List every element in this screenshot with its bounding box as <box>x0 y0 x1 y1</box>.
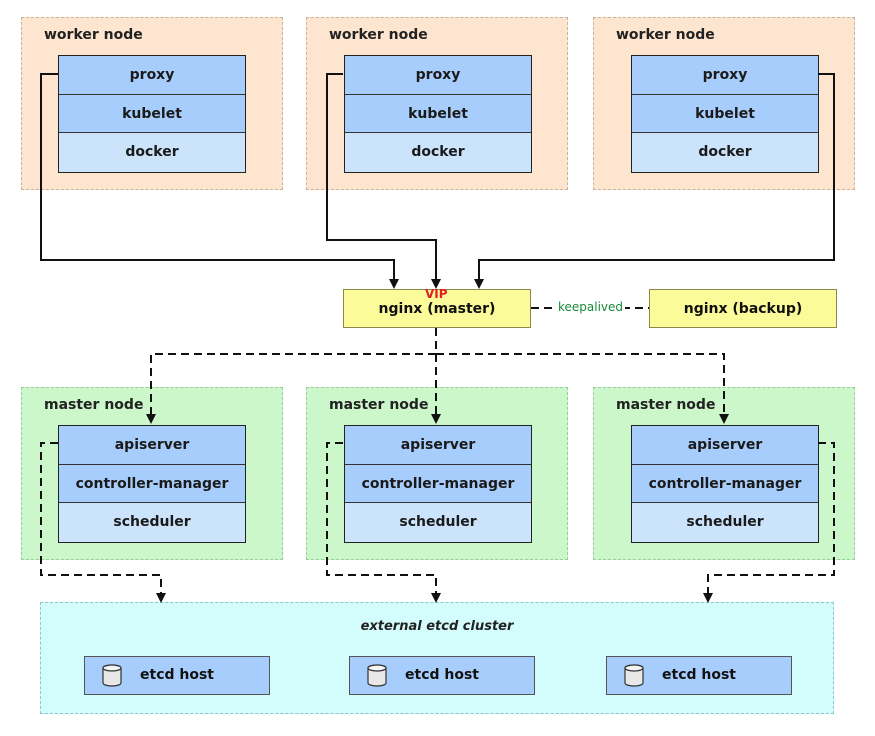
master-node-title: master node <box>329 397 429 413</box>
proxy-component: proxy <box>632 56 818 95</box>
scheduler-component: scheduler <box>632 503 818 543</box>
etcd-host-label: etcd host <box>662 667 736 683</box>
keepalived-label: keepalived <box>556 300 626 314</box>
scheduler-component: scheduler <box>59 503 245 543</box>
worker3-to-nginx-line <box>474 73 835 289</box>
nginx-backup-box: nginx (backup) <box>649 289 837 328</box>
master-node-1: master node apiserver controller-manager… <box>21 387 283 560</box>
master-node-2: master node apiserver controller-manager… <box>306 387 568 560</box>
nginx-to-master3-line <box>436 353 729 424</box>
database-icon <box>624 664 644 687</box>
vip-label: VIP <box>425 287 448 301</box>
kubelet-component: kubelet <box>345 94 531 134</box>
database-icon <box>102 664 122 687</box>
worker-node-1: worker node proxy kubelet docker <box>21 17 283 190</box>
master-components: apiserver controller-manager scheduler <box>58 425 246 543</box>
worker-components: proxy kubelet docker <box>58 55 246 173</box>
master-node-title: master node <box>44 397 144 413</box>
worker-node-title: worker node <box>329 27 428 43</box>
worker-node-title: worker node <box>616 27 715 43</box>
kubelet-component: kubelet <box>632 94 818 134</box>
master3-to-etcd-line <box>703 442 835 603</box>
etcd-host-3: etcd host <box>606 656 792 695</box>
master1-to-etcd-line <box>40 442 166 603</box>
master-components: apiserver controller-manager scheduler <box>631 425 819 543</box>
worker-components: proxy kubelet docker <box>344 55 532 173</box>
controller-manager-component: controller-manager <box>632 464 818 504</box>
worker1-to-nginx-line <box>40 73 399 289</box>
etcd-host-label: etcd host <box>140 667 214 683</box>
worker2-to-nginx-line <box>326 73 441 289</box>
etcd-host-1: etcd host <box>84 656 270 695</box>
docker-component: docker <box>632 133 818 173</box>
apiserver-component: apiserver <box>345 426 531 465</box>
apiserver-component: apiserver <box>632 426 818 465</box>
kubelet-component: kubelet <box>59 94 245 134</box>
controller-manager-component: controller-manager <box>345 464 531 504</box>
master-node-3: master node apiserver controller-manager… <box>593 387 855 560</box>
docker-component: docker <box>345 133 531 173</box>
master2-to-etcd-line <box>326 442 441 603</box>
worker-node-2: worker node proxy kubelet docker <box>306 17 568 190</box>
etcd-host-2: etcd host <box>349 656 535 695</box>
docker-component: docker <box>59 133 245 173</box>
database-icon <box>367 664 387 687</box>
worker-node-3: worker node proxy kubelet docker <box>593 17 855 190</box>
etcd-cluster-title: external etcd cluster <box>360 619 514 634</box>
apiserver-component: apiserver <box>59 426 245 465</box>
nginx-master-box: nginx (master) <box>343 289 531 328</box>
worker-node-title: worker node <box>44 27 143 43</box>
nginx-to-master1-line <box>146 328 437 424</box>
controller-manager-component: controller-manager <box>59 464 245 504</box>
scheduler-component: scheduler <box>345 503 531 543</box>
master-components: apiserver controller-manager scheduler <box>344 425 532 543</box>
master-node-title: master node <box>616 397 716 413</box>
etcd-host-label: etcd host <box>405 667 479 683</box>
proxy-component: proxy <box>59 56 245 95</box>
proxy-component: proxy <box>345 56 531 95</box>
worker-components: proxy kubelet docker <box>631 55 819 173</box>
